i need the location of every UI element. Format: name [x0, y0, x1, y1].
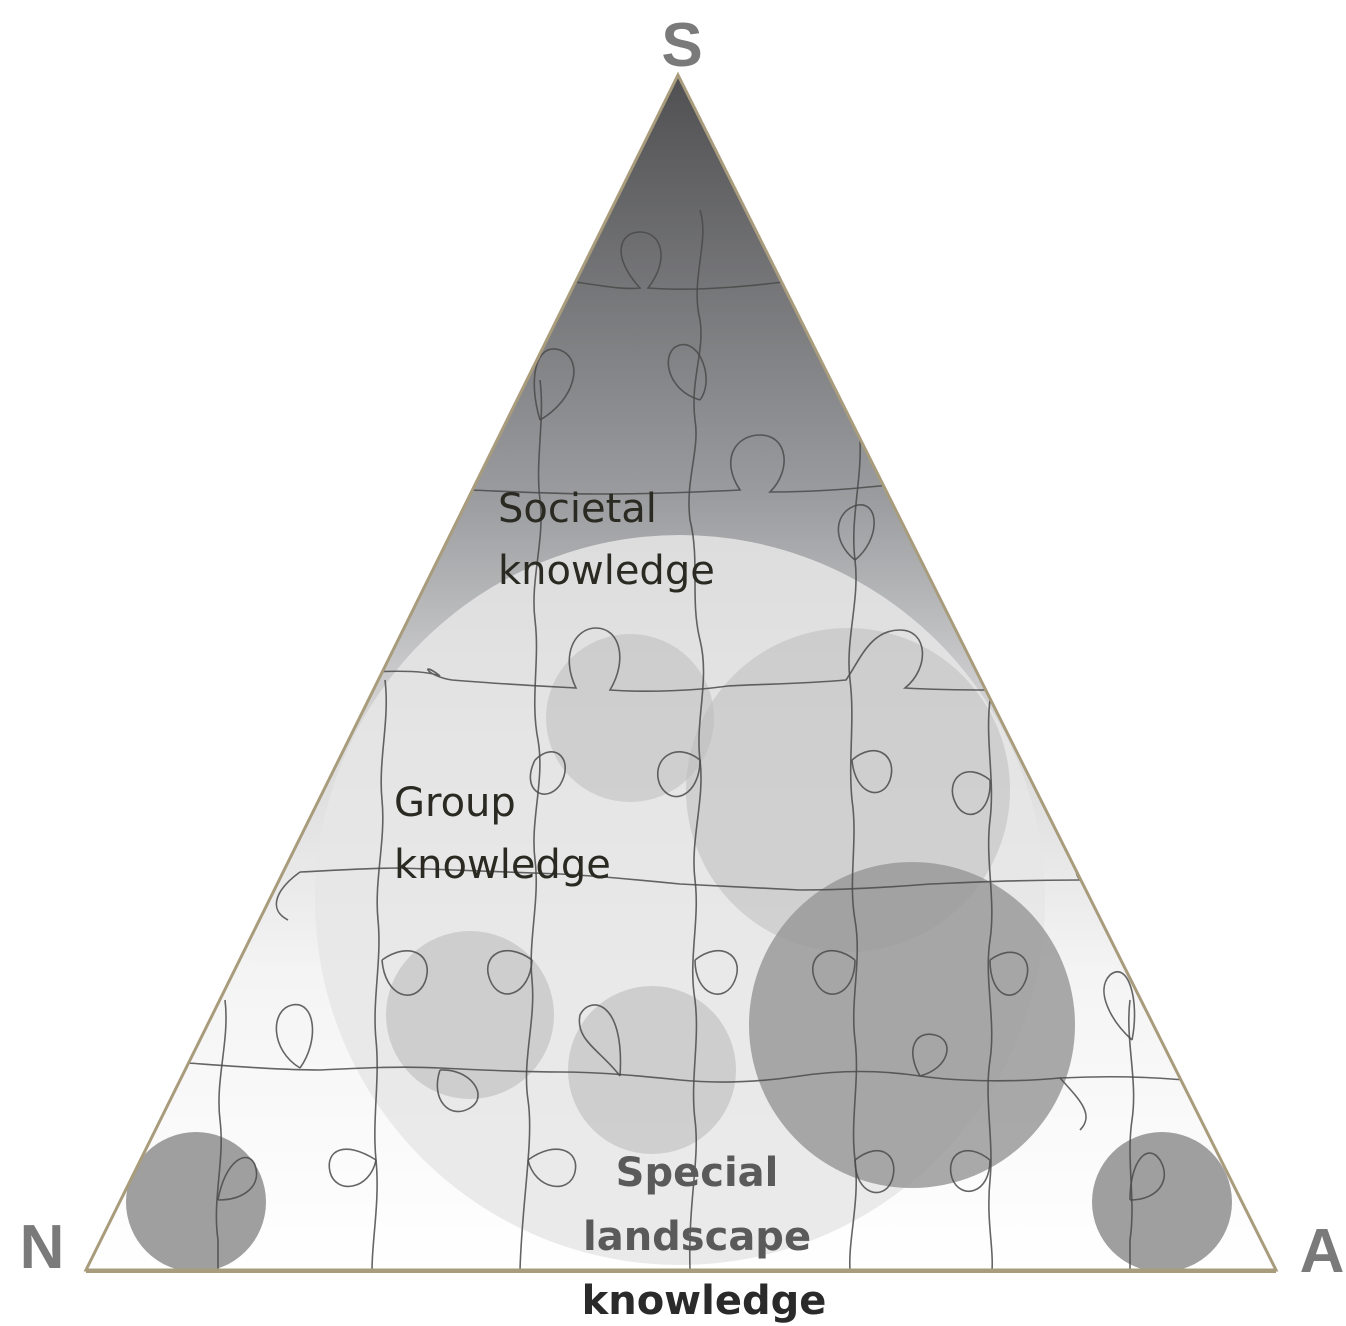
circle-corner-right: [1092, 1132, 1232, 1270]
group-knowledge-label: Group knowledge: [394, 780, 611, 888]
societal-line-1: Societal: [498, 486, 657, 532]
special-line-2: landscape: [583, 1214, 811, 1260]
circle-upper-middle: [546, 634, 714, 802]
circle-lower-middle: [568, 986, 736, 1154]
vertex-label-a: A: [1300, 1217, 1345, 1286]
group-line-2: knowledge: [394, 842, 611, 888]
circle-lower-left: [386, 931, 554, 1099]
special-landscape-knowledge-label: Special landscape knowledge: [582, 1150, 827, 1324]
vertex-label-n: N: [20, 1213, 65, 1282]
circle-corner-left: [126, 1132, 266, 1270]
group-line-1: Group: [394, 780, 516, 826]
puzzle-seams: [187, 209, 1186, 1270]
special-line-3: knowledge: [582, 1278, 827, 1324]
special-line-1: Special: [616, 1150, 779, 1196]
vertex-label-s: S: [661, 11, 702, 80]
societal-line-2: knowledge: [498, 548, 715, 594]
circle-large-dark: [749, 862, 1075, 1188]
societal-knowledge-label: Societal knowledge: [498, 486, 715, 594]
